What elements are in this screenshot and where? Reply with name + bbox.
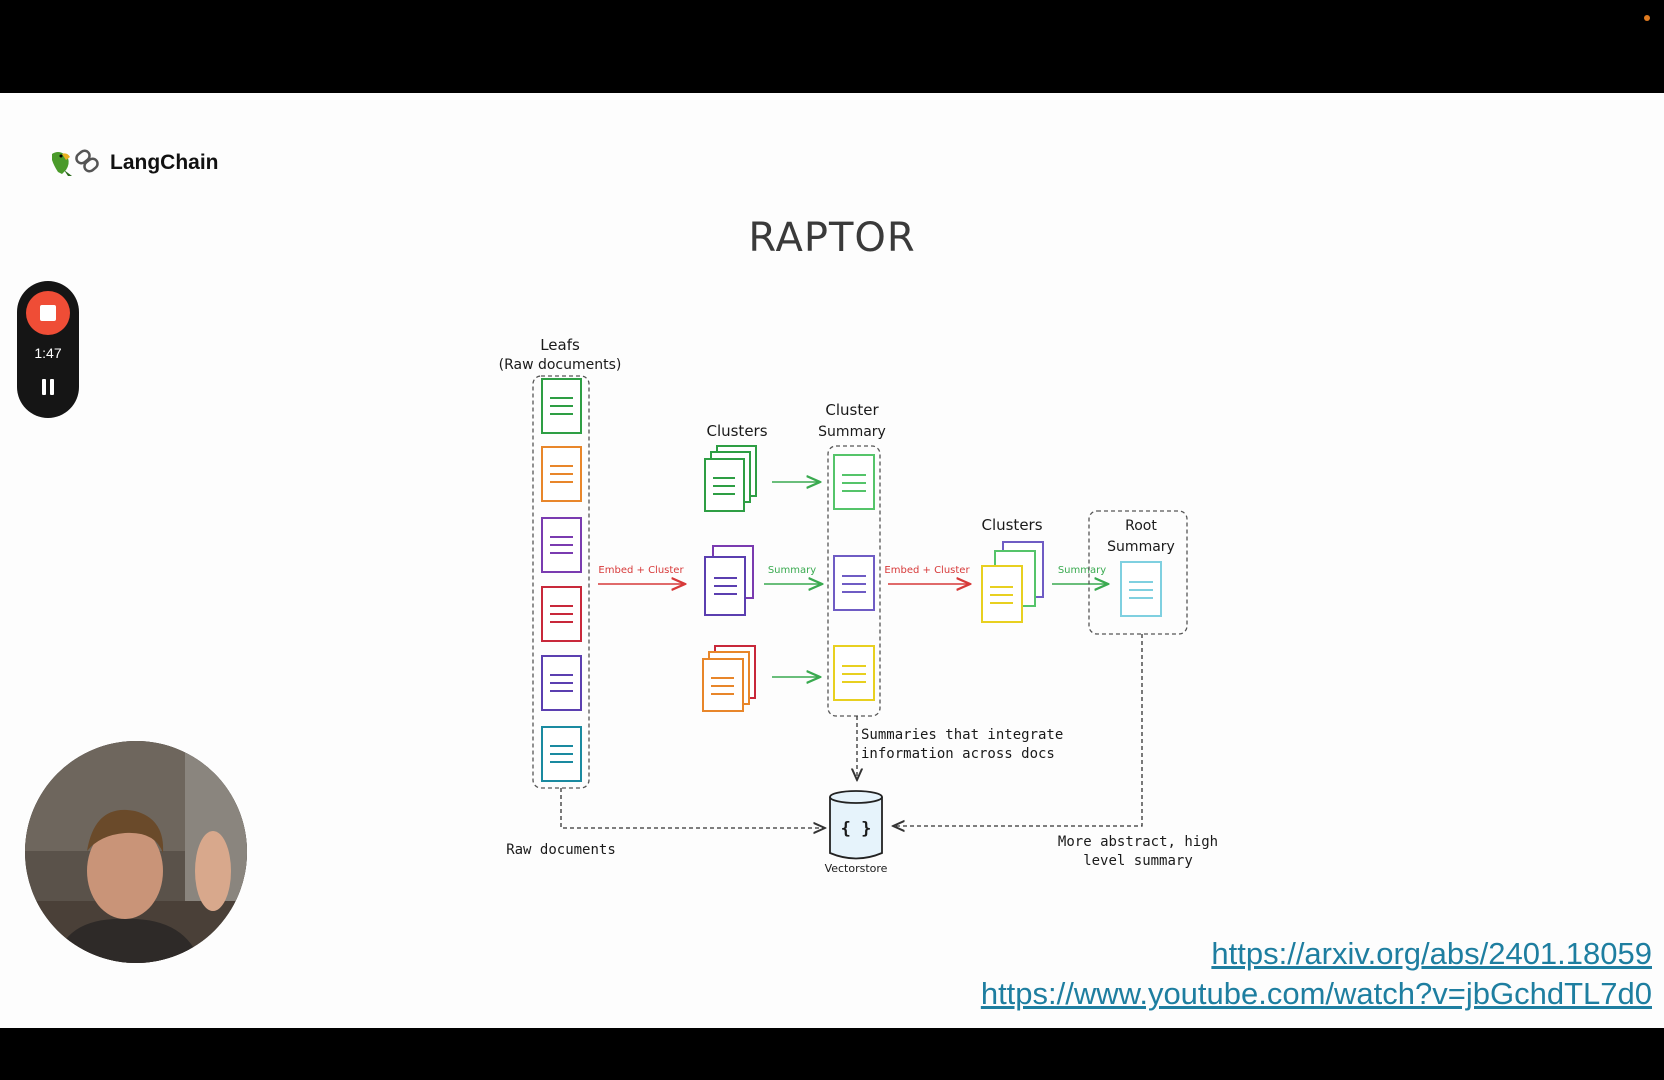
root-summary-connector [893,634,1143,826]
presenter-video [25,741,247,963]
integrate-note-line-2: information across docs [861,746,1055,762]
webcam-overlay [25,741,247,963]
youtube-link[interactable]: https://www.youtube.com/watch?v=jbGchdTL… [980,976,1652,1011]
cluster-stack-mixed [981,541,1044,623]
leaf-document-indigo [541,655,582,711]
parrot-chain-icon [52,149,99,176]
root-summary-label: Root [1125,518,1157,534]
raw-documents-connector [560,788,825,828]
cluster-summary-document-green [833,454,875,510]
bottom-bar [0,1028,1664,1080]
vectorstore-label: Vectorstore [825,862,888,875]
leaf-document-red [541,586,582,642]
cluster-stack-orange [702,645,756,712]
clusters-label-2: Clusters [981,516,1042,534]
leaf-document-green [541,378,582,434]
integrate-note-line-1: Summaries that integrate [861,727,1063,743]
cluster-summary-sublabel: Summary [818,424,886,440]
langchain-logo: LangChain [48,148,219,178]
logo-text: LangChain [110,151,219,174]
pause-icon-bar [50,379,54,395]
leafs-sublabel: (Raw documents) [499,357,622,373]
raw-documents-note: Raw documents [506,842,616,858]
recording-timer: 1:47 [34,345,62,361]
cluster-stack-purple [704,545,754,616]
top-bar [0,0,1664,93]
vectorstore-icon [829,790,883,860]
clusters-label-1: Clusters [706,422,767,440]
leaf-document-teal [541,726,582,782]
cluster-stack-green [704,445,757,512]
root-summary-sublabel: Summary [1107,539,1175,555]
summary-label-1: Summary [768,565,816,576]
embed-cluster-label-1: Embed + Cluster [598,565,684,576]
pause-button[interactable] [38,379,58,399]
cluster-summary-document-yellow [833,645,875,701]
arxiv-link[interactable]: https://arxiv.org/abs/2401.18059 [1211,936,1652,971]
summary-label-2: Summary [1058,565,1106,576]
cluster-summary-document-purple [833,555,875,611]
vectorstore-symbol: { } [841,819,872,839]
stop-icon [40,305,56,321]
embed-cluster-label-2: Embed + Cluster [884,565,970,576]
pause-icon-bar [42,379,46,395]
stop-recording-button[interactable] [26,291,70,335]
recording-indicator-dot [1644,15,1650,21]
cluster-summary-label: Cluster [825,401,879,419]
reference-links: https://arxiv.org/abs/2401.18059 https:/… [981,934,1652,1014]
leafs-label: Leafs [540,336,580,354]
abstract-note-line-2: level summary [1083,853,1193,869]
abstract-note-line-1: More abstract, high [1058,834,1218,850]
slide [0,93,1664,1028]
slide-title: RAPTOR [748,215,916,261]
root-summary-group-box [1088,510,1188,635]
root-summary-document [1120,561,1162,617]
leaf-document-orange [541,446,582,502]
leaf-document-purple [541,517,582,573]
recording-controls: 1:47 [17,281,79,418]
cluster-summary-group-box [827,445,881,717]
